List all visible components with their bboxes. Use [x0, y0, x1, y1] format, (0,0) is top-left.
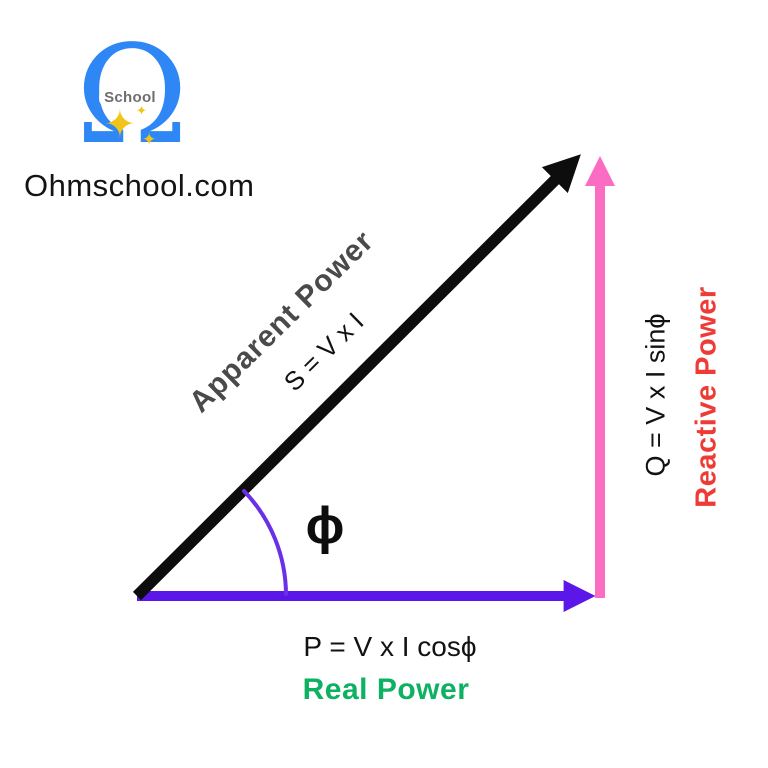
sparkle-icon: ✦	[136, 103, 147, 118]
site-name: Ohmschool.com	[24, 168, 255, 203]
reactive-power-formula: Q = V x I sinϕ	[640, 313, 671, 477]
real-power-label: Real Power	[302, 673, 470, 706]
ohmschool-logo: Ω School ✦ ✦ ✦	[68, 28, 196, 168]
logo-school-label: School	[99, 88, 161, 107]
sparkle-icon: ✦	[142, 130, 157, 149]
phase-angle-symbol: ϕ	[305, 497, 345, 555]
sparkle-icon: ✦	[104, 104, 136, 146]
real-power-formula: P = V x I cosϕ	[303, 631, 477, 662]
reactive-power-label: Reactive Power	[690, 286, 723, 508]
apparent-power-vector	[132, 154, 581, 601]
phase-angle-arc	[242, 489, 288, 596]
